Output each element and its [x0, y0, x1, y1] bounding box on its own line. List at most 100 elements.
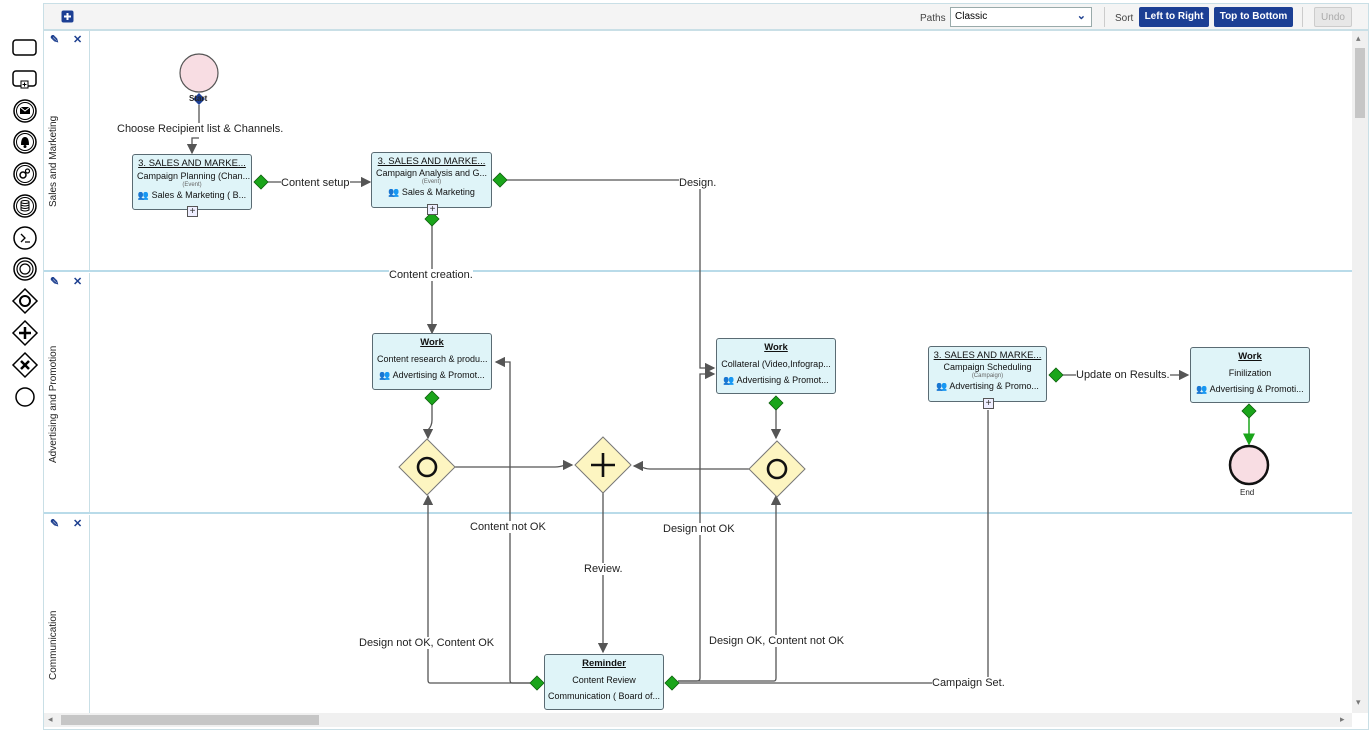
task-campaign-analysis[interactable]: 3. SALES AND MARKE... Campaign Analysis …: [371, 152, 492, 208]
data-store-icon[interactable]: [11, 192, 39, 220]
edit-icon[interactable]: ✎: [50, 518, 60, 530]
scroll-down-icon[interactable]: ▾: [1356, 697, 1361, 707]
task-content-research[interactable]: Work Content research & produ... 👥 Adver…: [372, 333, 492, 390]
connector-handle-icon[interactable]: [1048, 367, 1064, 383]
gear-event-icon[interactable]: [11, 160, 39, 188]
task-role: 👥 Advertising & Promot...: [373, 370, 491, 381]
scroll-thumb[interactable]: [61, 715, 319, 725]
close-icon[interactable]: ✕: [73, 518, 83, 530]
connector-handle-icon[interactable]: [664, 675, 680, 691]
flow-research-gateway[interactable]: [422, 398, 434, 440]
inclusive-gateway-right[interactable]: [748, 440, 806, 498]
undo-button[interactable]: Undo: [1314, 7, 1352, 27]
flow-label: Design.: [679, 177, 717, 189]
start-event[interactable]: [179, 53, 219, 93]
close-icon[interactable]: ✕: [73, 276, 83, 288]
end-event[interactable]: [1228, 444, 1270, 486]
paths-select-value: Classic: [955, 11, 988, 22]
task-title: Work: [1238, 351, 1262, 362]
close-icon[interactable]: ✕: [73, 34, 83, 46]
connector-handle-icon[interactable]: [529, 675, 545, 691]
task-content-review[interactable]: Reminder Content Review Communication ( …: [544, 654, 664, 710]
parallel-gateway[interactable]: [574, 436, 632, 494]
parallel-gateway-icon[interactable]: [11, 319, 39, 347]
users-icon: 👥: [1196, 384, 1210, 394]
subprocess-icon[interactable]: [11, 66, 39, 94]
flow-label: Choose Recipient list & Channels.: [117, 123, 284, 135]
paths-label: Paths: [920, 13, 946, 24]
task-shape-icon[interactable]: [11, 34, 39, 62]
left-to-right-button[interactable]: Left to Right: [1139, 7, 1209, 27]
flow-label: Design OK, Content not OK: [709, 635, 845, 647]
plus-square-icon[interactable]: [61, 10, 74, 23]
flow-gateway-join-right[interactable]: [632, 460, 749, 472]
expand-subprocess-icon[interactable]: +: [427, 204, 438, 215]
flow-label: Design not OK, Content OK: [359, 637, 495, 649]
start-event-label: Start: [189, 94, 208, 103]
flow-label: Design not OK: [663, 523, 735, 535]
users-icon: 👥: [379, 370, 393, 380]
top-to-bottom-button[interactable]: Top to Bottom: [1214, 7, 1293, 27]
scroll-up-icon[interactable]: ▴: [1356, 33, 1361, 43]
flow-label: Content not OK: [470, 521, 546, 533]
task-role: 👥 Advertising & Promo...: [929, 381, 1046, 392]
task-role-text: Sales & Marketing ( B...: [151, 190, 247, 200]
task-role-text: Sales & Marketing: [401, 187, 475, 197]
flow-design-not-ok-content-ok[interactable]: [422, 494, 530, 684]
connector-handle-icon[interactable]: [768, 395, 784, 411]
users-icon: 👥: [723, 375, 737, 385]
task-title: 3. SALES AND MARKE...: [138, 158, 246, 169]
task-title: Work: [420, 337, 444, 348]
connector-handle-icon[interactable]: [492, 172, 508, 188]
scroll-right-icon[interactable]: ▸: [1340, 714, 1345, 724]
task-role: 👥 Sales & Marketing ( B...: [133, 190, 251, 201]
task-campaign-planning[interactable]: 3. SALES AND MARKE... Campaign Planning …: [132, 154, 252, 210]
lane-header-sales: ✎ ✕ Sales and Marketing: [44, 31, 90, 271]
lane-header-communication: ✎ ✕ Communication: [44, 515, 90, 713]
task-role: 👥 Advertising & Promot...: [717, 375, 835, 386]
script-event-icon[interactable]: [11, 224, 39, 252]
vertical-scrollbar[interactable]: ▴ ▾: [1352, 31, 1368, 713]
flow-label: Update on Results.: [1076, 369, 1170, 381]
flow-design[interactable]: [500, 179, 716, 374]
message-event-icon[interactable]: [11, 97, 39, 125]
target-event-icon[interactable]: [11, 255, 39, 283]
task-finalization[interactable]: Work Finilization 👥 Advertising & Promot…: [1190, 347, 1310, 403]
task-name: Content Review: [572, 675, 636, 685]
lane-header-advertising: ✎ ✕ Advertising and Promotion: [44, 273, 90, 513]
horizontal-scrollbar[interactable]: ◂ ▸: [44, 713, 1352, 727]
task-type: (Campaign): [971, 373, 1004, 379]
flow-label: Content creation.: [389, 269, 473, 281]
exclusive-gateway-icon[interactable]: [11, 351, 39, 379]
edit-icon[interactable]: ✎: [50, 276, 60, 288]
connector-handle-icon[interactable]: [253, 174, 269, 190]
connector-handle-icon[interactable]: [1241, 403, 1257, 419]
connector-handle-icon[interactable]: [193, 93, 205, 105]
inclusive-gateway-left[interactable]: [398, 438, 456, 496]
task-role-text: Advertising & Promoti...: [1209, 384, 1304, 394]
connector-handle-icon[interactable]: [424, 211, 440, 227]
expand-subprocess-icon[interactable]: +: [983, 398, 994, 409]
task-type: (Event): [182, 182, 202, 188]
end-event-icon[interactable]: [11, 383, 39, 411]
signal-event-icon[interactable]: [11, 128, 39, 156]
flow-design-ok-content-not-ok[interactable]: [678, 494, 782, 682]
flow-gateway-join-left[interactable]: [455, 459, 574, 471]
users-icon: 👥: [388, 187, 402, 197]
edit-icon[interactable]: ✎: [50, 34, 60, 46]
connector-handle-icon[interactable]: [424, 390, 440, 406]
flow-label: Content setup: [281, 177, 350, 189]
task-campaign-scheduling[interactable]: 3. SALES AND MARKE... Campaign Schedulin…: [928, 346, 1047, 402]
end-event-label: End: [1240, 488, 1255, 497]
flow-label: Review.: [584, 563, 623, 575]
paths-select[interactable]: Classic ⌄: [950, 7, 1092, 27]
scroll-left-icon[interactable]: ◂: [48, 714, 53, 724]
inclusive-gateway-icon[interactable]: [11, 287, 39, 315]
task-role: 👥 Sales & Marketing: [372, 187, 491, 198]
expand-subprocess-icon[interactable]: +: [187, 206, 198, 217]
task-collateral[interactable]: Work Collateral (Video,Infograp... 👥 Adv…: [716, 338, 836, 394]
task-title: Reminder: [582, 658, 626, 669]
scroll-thumb[interactable]: [1355, 48, 1365, 118]
task-role-text: Advertising & Promo...: [949, 381, 1039, 391]
task-name: Finilization: [1228, 368, 1272, 378]
